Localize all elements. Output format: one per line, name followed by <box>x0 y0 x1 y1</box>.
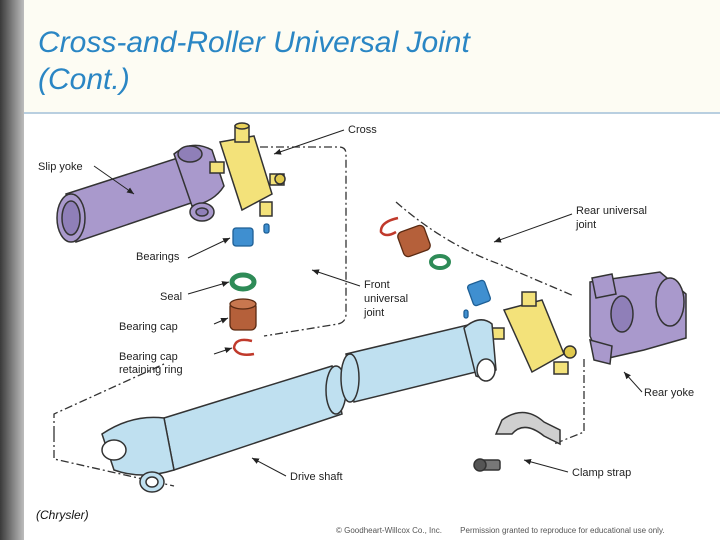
slide-title-line-2: (Cont.) <box>38 63 130 96</box>
footer-permission: Permission granted to reproduce for educ… <box>460 526 665 535</box>
label-bearing-cap: Bearing cap <box>119 321 178 333</box>
rear-yoke <box>589 271 687 365</box>
label-cross: Cross <box>348 124 377 136</box>
universal-joint-diagram: Cross Slip yoke Bearings Seal Bearing ca… <box>38 122 694 493</box>
label-rear-uj-line-1: Rear universal <box>576 205 647 217</box>
bearings <box>232 223 270 247</box>
label-rear-yoke: Rear yoke <box>644 387 694 399</box>
header-divider <box>24 112 720 114</box>
retaining-ring <box>232 338 255 356</box>
title-header <box>24 0 720 112</box>
clamp-strap <box>473 411 561 472</box>
label-drive-shaft: Drive shaft <box>290 471 343 483</box>
label-rear-uj-line-2: joint <box>575 219 596 231</box>
label-front-uj-line-1: Front <box>364 279 390 291</box>
label-bearings: Bearings <box>136 251 180 263</box>
label-slip-yoke: Slip yoke <box>38 161 83 173</box>
footer: © Goodheart-Willcox Co., Inc. Permission… <box>336 526 665 535</box>
rear-seal <box>429 254 451 270</box>
slide-title: Cross-and-Roller Universal Joint (Cont.) <box>38 24 470 98</box>
seal <box>229 272 257 292</box>
label-seal: Seal <box>160 291 182 303</box>
drive-shaft-bracket <box>53 363 175 487</box>
rear-retaining-ring <box>379 216 399 237</box>
leader-lines <box>93 129 643 477</box>
label-front-uj-line-2: universal <box>364 293 408 305</box>
footer-copyright: © Goodheart-Willcox Co., Inc. <box>336 526 442 535</box>
label-retaining-ring-line-1: Bearing cap <box>119 351 178 363</box>
rear-bearing-cap <box>397 224 431 258</box>
rear-joint-bracket <box>395 201 585 445</box>
image-credit: (Chrysler) <box>36 508 89 522</box>
label-front-uj-line-3: joint <box>363 307 384 319</box>
rear-bearings <box>463 279 492 319</box>
slide-title-line-1: Cross-and-Roller Universal Joint <box>38 26 470 59</box>
front-joint-bracket <box>244 146 347 337</box>
slip-yoke <box>56 144 225 243</box>
front-cross <box>209 122 286 217</box>
label-retaining-ring-line-2: retaining ring <box>119 364 183 376</box>
left-gradient-bar <box>0 0 24 540</box>
label-clamp-strap: Clamp strap <box>572 467 631 479</box>
rear-cross <box>489 291 577 375</box>
bearing-cap <box>229 298 257 331</box>
drive-shaft <box>101 319 497 493</box>
